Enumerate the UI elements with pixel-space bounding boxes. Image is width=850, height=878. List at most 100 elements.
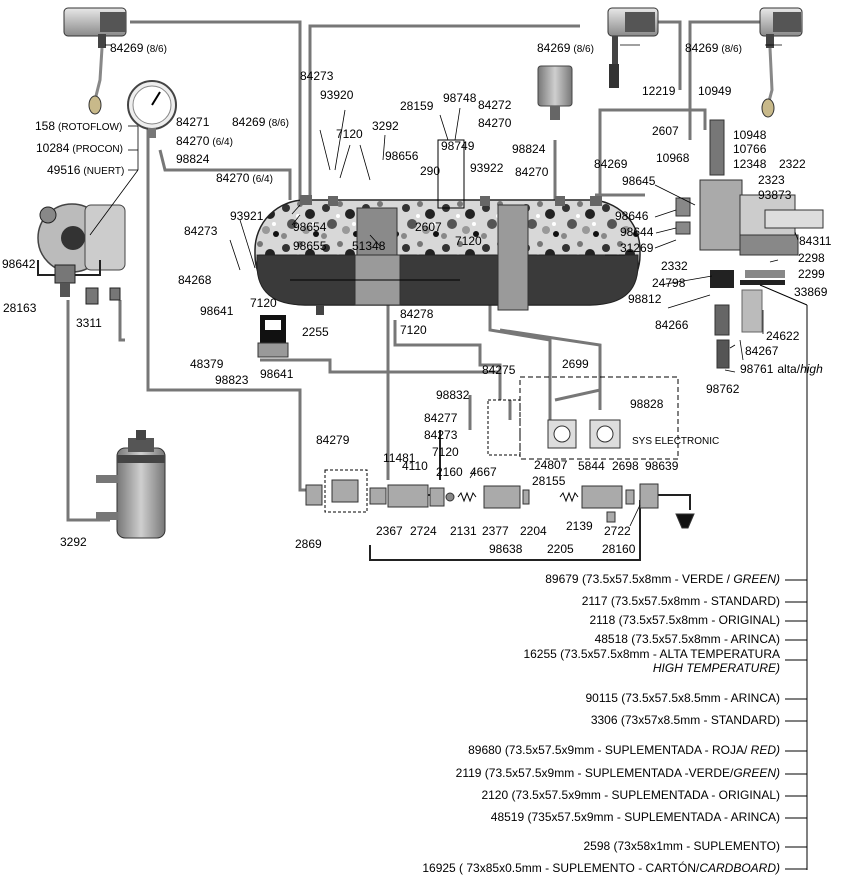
gasket-item: 2598 (73x58x1mm - SUPLEMENTO) bbox=[583, 839, 780, 853]
label-2698: 2698 bbox=[612, 459, 639, 473]
label-84268: 84268 bbox=[178, 273, 212, 287]
control-units bbox=[547, 419, 621, 449]
label-7120-l: 7120 bbox=[250, 296, 277, 310]
boiler bbox=[254, 195, 641, 315]
label-10949: 10949 bbox=[698, 84, 732, 98]
label-98645: 98645 bbox=[622, 174, 656, 188]
brand-badge: SYS ELECTRONIC bbox=[632, 436, 719, 447]
label-93920: 93920 bbox=[320, 88, 354, 102]
label-84278: 84278 bbox=[400, 307, 434, 321]
label-3292-bot: 3292 bbox=[60, 535, 87, 549]
label-33869: 33869 bbox=[794, 285, 828, 299]
label-98646: 98646 bbox=[615, 209, 649, 223]
label-2367: 2367 bbox=[376, 524, 403, 538]
label-84266: 84266 bbox=[655, 318, 689, 332]
label-10284: 10284(PROCON) bbox=[36, 141, 123, 155]
label-24807: 24807 bbox=[534, 458, 568, 472]
label-98656: 98656 bbox=[385, 149, 419, 163]
label-48379: 48379 bbox=[190, 357, 224, 371]
pressure-switch-right bbox=[759, 7, 803, 118]
gasket-item: 48519 (735x57.5x9mm - SUPLEMENTADA - ARI… bbox=[490, 810, 780, 824]
clamp-box bbox=[437, 139, 465, 209]
label-2139: 2139 bbox=[566, 519, 593, 533]
label-28160: 28160 bbox=[602, 542, 636, 556]
label-98828: 98828 bbox=[630, 397, 664, 411]
label-93921: 93921 bbox=[230, 209, 264, 223]
label-7120-m: 7120 bbox=[400, 323, 427, 337]
label-2724: 2724 bbox=[410, 524, 437, 538]
label-2332: 2332 bbox=[661, 259, 688, 273]
gasket-bracket bbox=[759, 284, 808, 870]
label-31269: 31269 bbox=[620, 241, 654, 255]
label-98762: 98762 bbox=[706, 382, 740, 396]
label-24798: 24798 bbox=[652, 276, 686, 290]
label-98642: 98642 bbox=[2, 257, 36, 271]
gasket-item: 89680 (73.5x57.5x9mm - SUPLEMENTADA - RO… bbox=[468, 743, 780, 757]
label-84269-b: 84269(8/6) bbox=[537, 41, 594, 55]
label-2607-c: 2607 bbox=[415, 220, 442, 234]
label-98641-b: 98641 bbox=[260, 367, 294, 381]
label-28155: 28155 bbox=[532, 474, 566, 488]
label-2607-r: 2607 bbox=[652, 124, 679, 138]
label-2299: 2299 bbox=[798, 267, 825, 281]
leader-lines bbox=[89, 44, 799, 527]
springs bbox=[457, 491, 579, 503]
label-7120-top: 7120 bbox=[336, 127, 363, 141]
label-3311: 3311 bbox=[76, 316, 102, 330]
label-84269-86: 84269(8/6) bbox=[232, 115, 289, 129]
label-2699: 2699 bbox=[562, 357, 589, 371]
label-49516: 49516(NUERT) bbox=[47, 163, 124, 177]
label-12219: 12219 bbox=[642, 84, 676, 98]
gasket-item: 48518 (73.5x57.5x8mm - ARINCA) bbox=[594, 632, 780, 646]
label-98823: 98823 bbox=[215, 373, 249, 387]
label-3292-top: 3292 bbox=[372, 119, 399, 133]
label-2255: 2255 bbox=[302, 325, 329, 339]
label-84270-64b: 84270(6/4) bbox=[216, 171, 273, 185]
gasket-item: 16255 (73.5x57.5x8mm - ALTA TEMPERATURA bbox=[523, 647, 780, 661]
water-softener bbox=[96, 430, 166, 539]
label-93922: 93922 bbox=[470, 161, 504, 175]
label-98832: 98832 bbox=[436, 388, 470, 402]
gasket-item: 90115 (73.5x57.5x8.5mm - ARINCA) bbox=[585, 691, 780, 705]
label-84269-r: 84269 bbox=[594, 157, 628, 171]
label-2204: 2204 bbox=[520, 524, 547, 538]
label-4667: 4667 bbox=[470, 465, 497, 479]
label-84311: 84311 bbox=[799, 234, 832, 248]
label-98824-l: 98824 bbox=[176, 152, 210, 166]
label-98748: 98748 bbox=[443, 91, 477, 105]
gasket-item: 2119 (73.5x57.5x9mm - SUPLEMENTADA -VERD… bbox=[455, 766, 780, 780]
label-7120-c: 7120 bbox=[455, 234, 482, 248]
sensor-box bbox=[487, 399, 521, 456]
label-98655: 98655 bbox=[293, 239, 327, 253]
part-labels: 84269(8/6) 84269(8/6) 84269(8/6) 84273 9… bbox=[2, 41, 832, 556]
gasket-item: 16925 ( 73x85x0.5mm - SUPLEMENTO - CARTÓ… bbox=[422, 861, 780, 875]
gasket-item: 2118 (73.5x57.5x8mm - ORIGINAL) bbox=[589, 613, 780, 627]
bottom-fittings bbox=[305, 479, 695, 529]
label-98654: 98654 bbox=[293, 220, 327, 234]
pressure-switch-center bbox=[607, 7, 659, 88]
gasket-item: 2120 (73.5x57.5x9mm - SUPLEMENTADA - ORI… bbox=[481, 788, 780, 802]
label-93873: 93873 bbox=[758, 188, 792, 202]
gasket-item: 3306 (73x57x8.5mm - STANDARD) bbox=[590, 713, 780, 727]
pressure-switch-left bbox=[63, 7, 127, 115]
label-12348: 12348 bbox=[733, 157, 767, 171]
label-2322: 2322 bbox=[779, 157, 806, 171]
label-28163: 28163 bbox=[3, 301, 37, 315]
label-98749: 98749 bbox=[441, 139, 475, 153]
label-84269-c: 84269(8/6) bbox=[685, 41, 742, 55]
label-2377: 2377 bbox=[482, 524, 509, 538]
reservoir bbox=[537, 65, 573, 120]
label-2205: 2205 bbox=[547, 542, 574, 556]
label-10766: 10766 bbox=[733, 142, 767, 156]
label-7120-b: 7120 bbox=[432, 445, 459, 459]
label-84273-l: 84273 bbox=[184, 224, 218, 238]
pump-motor bbox=[37, 203, 126, 305]
solenoid-valve bbox=[257, 315, 289, 358]
gasket-item: 89679 (73.5x57.5x8mm - VERDE / GREEN) bbox=[545, 572, 780, 586]
label-2869: 2869 bbox=[295, 537, 322, 551]
label-2722: 2722 bbox=[604, 524, 631, 538]
label-84273-top: 84273 bbox=[300, 69, 334, 83]
label-84267: 84267 bbox=[745, 344, 779, 358]
